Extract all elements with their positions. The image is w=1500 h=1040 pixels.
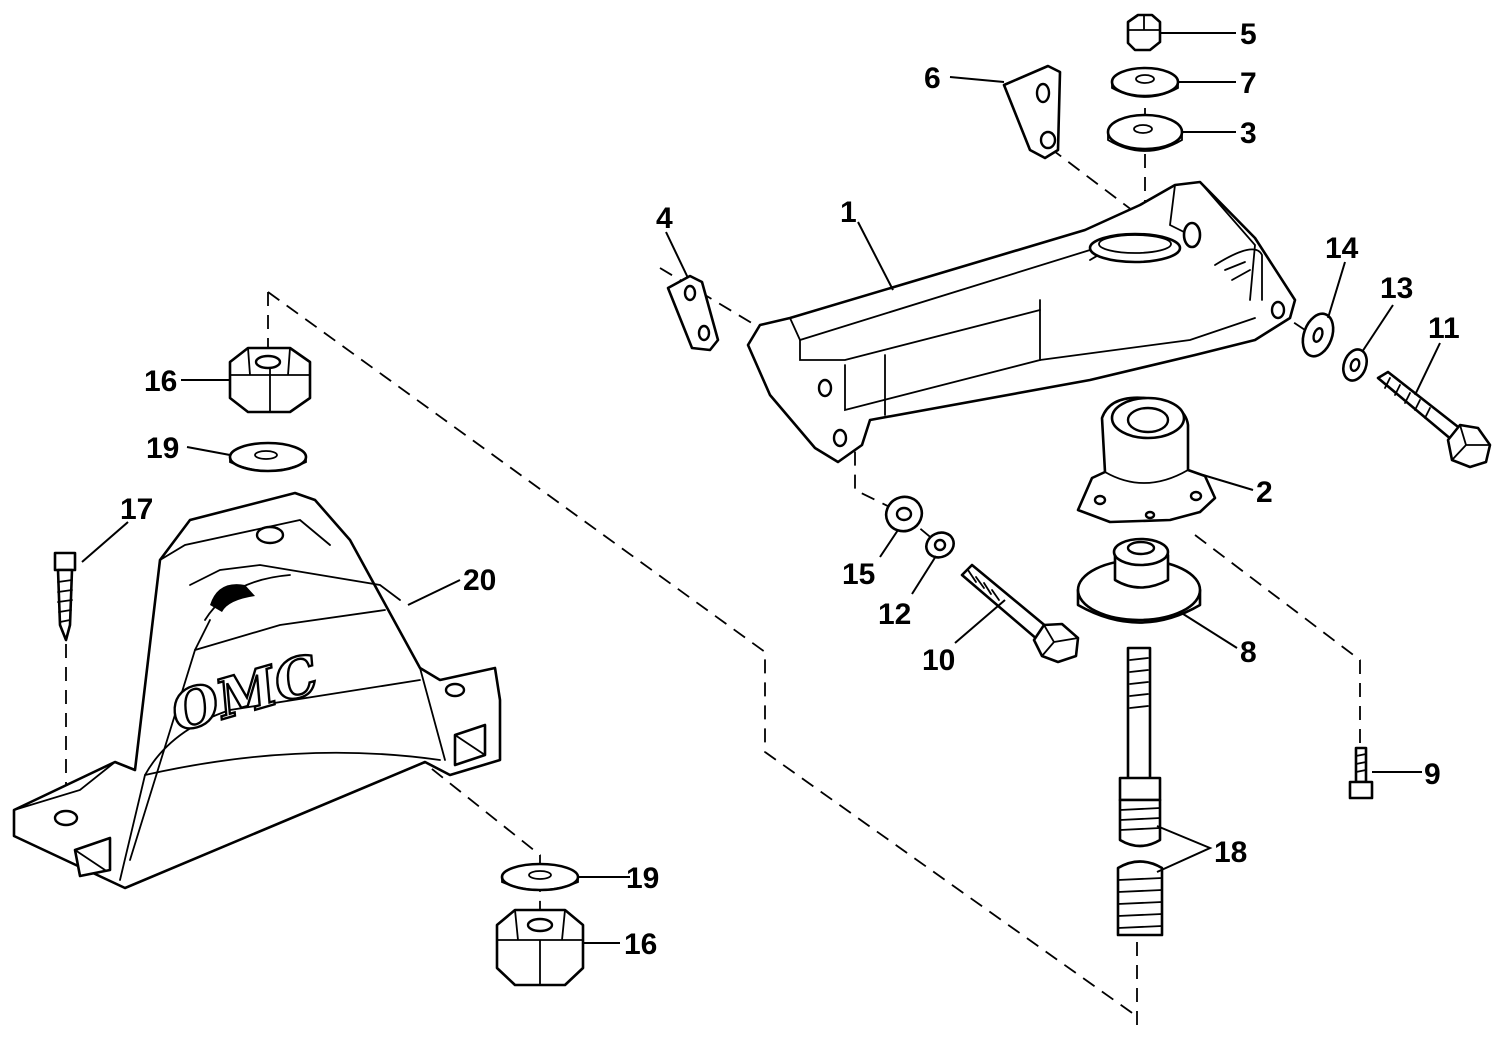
- lock-washer-12: [925, 531, 955, 559]
- callout-18: 18: [1214, 836, 1247, 869]
- stud-18: [1116, 646, 1164, 937]
- callout-1: 1: [840, 196, 857, 229]
- washer-rear-14: [1301, 312, 1335, 358]
- callout-15: 15: [842, 558, 875, 591]
- callout-11: 11: [1428, 312, 1460, 345]
- axis-line-screw: [1194, 534, 1361, 760]
- axis-line-long: [267, 291, 1136, 1016]
- small-plate: [666, 274, 720, 352]
- strap-plate-top: [1002, 64, 1062, 160]
- callout-14: 14: [1325, 232, 1359, 265]
- rear-bolt-11: [1376, 370, 1492, 469]
- washer-15: [884, 495, 924, 533]
- long-bolt-17: [53, 551, 77, 642]
- washer-19-top: [228, 441, 308, 473]
- washer-top: [1110, 66, 1180, 98]
- callout-19-top: 19: [146, 432, 179, 465]
- callout-8: 8: [1240, 636, 1257, 669]
- callout-9: 9: [1424, 758, 1441, 791]
- callout-4: 4: [656, 202, 673, 235]
- lock-washer-rear-13: [1342, 348, 1368, 382]
- callout-5: 5: [1240, 18, 1257, 51]
- mount-base-8: [1076, 537, 1202, 624]
- large-washer: [1106, 113, 1184, 152]
- callout-16-top: 16: [144, 365, 177, 398]
- screw-9: [1348, 746, 1374, 800]
- washer-19-bottom: [500, 862, 580, 892]
- callout-10: 10: [922, 644, 955, 677]
- callout-2: 2: [1256, 476, 1273, 509]
- callout-6: 6: [924, 62, 941, 95]
- axis-line-strap: [1049, 147, 1146, 221]
- top-nut: [1126, 13, 1162, 52]
- callout-20: 20: [463, 564, 496, 597]
- leader-lines: [81, 32, 1441, 944]
- engine-bracket-arm: [746, 180, 1297, 464]
- rubber-mount-2: [1076, 396, 1217, 524]
- callout-13: 13: [1380, 272, 1413, 305]
- omc-mount-bracket-20: OMC: [12, 491, 502, 890]
- callout-17: 17: [120, 493, 153, 526]
- front-bolt-10: [960, 563, 1080, 664]
- nut-16-bottom: [495, 908, 585, 987]
- callout-3: 3: [1240, 117, 1257, 150]
- callout-19-bottom: 19: [626, 862, 659, 895]
- axis-line-left-plate: [659, 267, 761, 329]
- callout-numbers: 5 7 3 6 4 1 14 13 11 2 8 9 18 15 12 10 1…: [120, 18, 1460, 961]
- callout-16-bottom: 16: [624, 928, 657, 961]
- callout-12: 12: [878, 598, 911, 631]
- nut-16-top: [228, 346, 312, 414]
- callout-7: 7: [1240, 67, 1257, 100]
